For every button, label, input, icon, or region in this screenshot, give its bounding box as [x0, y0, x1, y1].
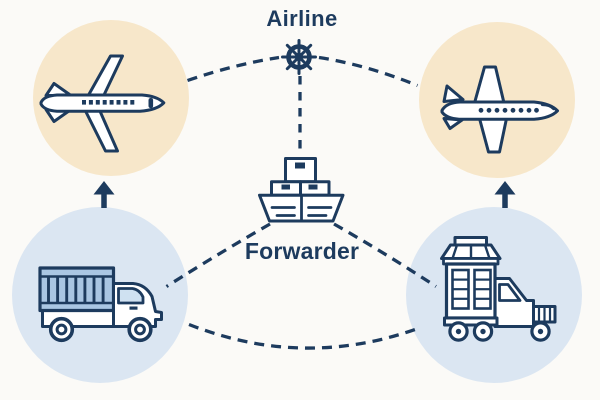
cab-window: [117, 287, 145, 305]
truck-wheel: [127, 316, 153, 343]
truck-wheel: [48, 316, 75, 343]
connector-plane-left-airline: [186, 55, 280, 83]
container-truck-icon: [38, 266, 163, 343]
truck-wheel: [472, 321, 494, 342]
airplane-icon: [39, 54, 166, 153]
forwarder-label: Forwarder: [244, 238, 360, 264]
airplane-windows: [82, 100, 135, 105]
connector-forwarder-truck-left: [165, 222, 271, 288]
arrow-up-right-icon: [494, 181, 516, 208]
bed-slats: [537, 306, 552, 322]
truck-wheel: [530, 321, 551, 342]
connector-truck-left-truck-right: [188, 322, 416, 350]
cargo-ship-icon: [258, 157, 345, 223]
crate-truck-icon: [440, 236, 557, 342]
cab-window: [498, 283, 522, 302]
airplane-windows: [478, 107, 539, 113]
airplane-icon: [440, 65, 559, 154]
airline-label: Airline: [266, 6, 338, 31]
arrow-up-left-icon: [93, 181, 115, 208]
connector-airline-plane-right: [318, 55, 419, 88]
ship-wheel-icon: [281, 39, 317, 75]
connector-forwarder-truck-right: [333, 222, 437, 288]
container-stripes: [47, 276, 105, 303]
truck-wheel: [448, 321, 469, 342]
crate-panels: [451, 268, 492, 310]
canopy-ribs: [451, 244, 491, 259]
